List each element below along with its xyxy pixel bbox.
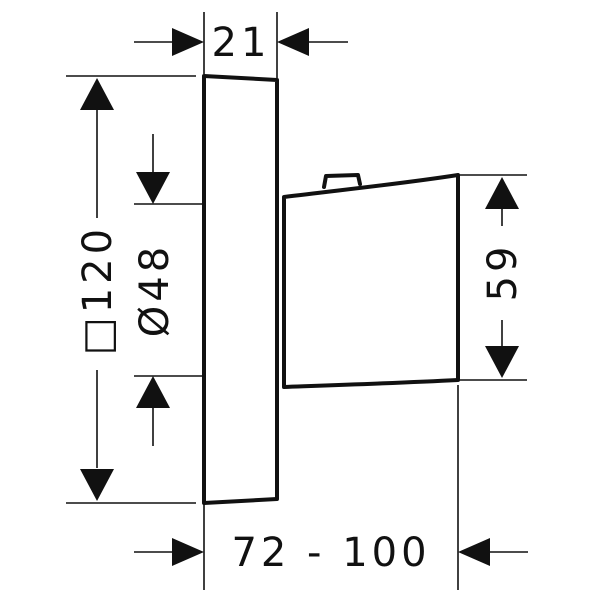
- thermostat-handle: [282, 173, 460, 389]
- wall-plate: [202, 74, 279, 505]
- dimension-handle-height: 59: [458, 174, 527, 381]
- depth-range-label: 72 - 100: [231, 530, 430, 576]
- square-size-label: □120: [75, 225, 121, 355]
- dimension-square-size: □120: [66, 75, 196, 504]
- dimension-depth-range: 72 - 100: [134, 385, 528, 590]
- handle-height-label: 59: [480, 243, 526, 302]
- dimension-diameter: Ø48: [132, 134, 204, 446]
- dimension-top-width: 21: [134, 12, 348, 78]
- diameter-label: Ø48: [132, 243, 178, 337]
- top-width-label: 21: [212, 20, 271, 66]
- handle-knob: [322, 173, 362, 189]
